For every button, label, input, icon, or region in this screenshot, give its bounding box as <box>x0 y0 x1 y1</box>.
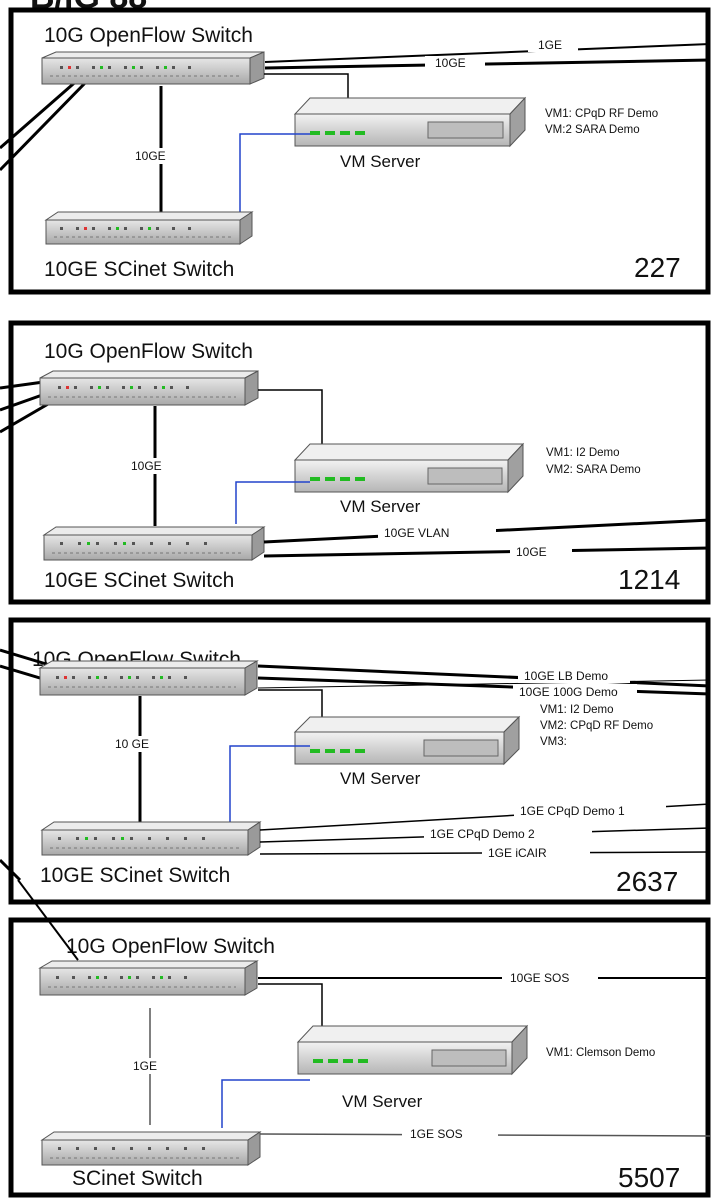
server-link <box>258 983 323 1035</box>
panel-227: 10G OpenFlow Switch 1GE 10GE 10GE <box>0 7 711 295</box>
vm-server-label: VM Server <box>340 497 421 516</box>
uplink-line <box>257 679 711 689</box>
scinet-switch-icon <box>44 211 254 245</box>
uplink-line <box>257 664 711 688</box>
panel-frame <box>8 7 711 295</box>
uplink-line <box>264 58 711 70</box>
vm-line: VM2: SARA Demo <box>546 464 641 476</box>
server-link <box>264 73 349 105</box>
openflow-switch-icon <box>38 660 259 696</box>
room-number: 227 <box>634 252 681 283</box>
blue-server-link <box>221 1079 310 1128</box>
uplink-label: 10GE VLAN <box>384 526 449 540</box>
scinet-switch-label: 10GE SCinet Switch <box>40 864 230 887</box>
uplink-label: 10GE 100G Demo <box>519 685 618 699</box>
scinet-switch-label: 10GE SCinet Switch <box>44 569 234 592</box>
inter-switch-link-label: 10GE <box>131 459 162 473</box>
scinet-switch-label: SCinet Switch <box>72 1167 203 1190</box>
uplink-label: 1GE SOS <box>410 1127 463 1141</box>
openflow-switch-label: 10G OpenFlow Switch <box>44 340 253 363</box>
vm-server-label: VM Server <box>342 1092 423 1111</box>
vm-server-icon <box>293 96 527 148</box>
uplink-label: 10GE LB Demo <box>524 669 608 683</box>
vm-line: VM1: Clemson Demo <box>546 1047 655 1059</box>
uplink-label: 10GE <box>516 545 547 559</box>
openflow-switch-icon <box>39 370 259 406</box>
uplink-label: 1GE <box>538 38 562 52</box>
uplink-line <box>263 546 711 558</box>
room-number: 2637 <box>616 866 678 897</box>
server-link <box>258 689 323 724</box>
vm-server-icon <box>293 442 525 494</box>
scinet-switch-label: 10GE SCinet Switch <box>44 258 234 281</box>
panel-frame <box>8 917 711 1198</box>
panel-frame <box>8 617 711 905</box>
vm-line: VM2: CPqD RF Demo <box>540 720 653 732</box>
vm-line: VM1: I2 Demo <box>540 704 614 716</box>
external-link <box>0 858 22 882</box>
openflow-switch-label: 10G OpenFlow Switch <box>66 935 275 958</box>
panel-5507: 10G OpenFlow Switch 10GE SOS 1GE VM Serv… <box>8 879 711 1198</box>
openflow-switch-icon <box>41 51 265 85</box>
external-link <box>0 76 81 150</box>
inter-switch-link-label: 10GE <box>135 149 166 163</box>
panel-frame <box>8 320 711 605</box>
blue-server-link <box>239 133 310 212</box>
room-number: 1214 <box>618 564 680 595</box>
external-link <box>17 879 79 961</box>
uplink-line <box>264 43 711 63</box>
external-link <box>0 78 90 172</box>
vm-server-label: VM Server <box>340 769 421 788</box>
panel-2637: 10G OpenFlow Switch 10GE LB Demo 10GE 10… <box>0 617 711 905</box>
vm-line: VM1: CPqD RF Demo <box>545 108 658 120</box>
scinet-switch-icon <box>40 1131 262 1166</box>
uplink-label: 1GE CPqD Demo 1 <box>520 804 625 818</box>
vm-server-label: VM Server <box>340 152 421 171</box>
vm-server-icon <box>293 715 521 766</box>
panel-1214: 10G OpenFlow Switch 10GE VM Server VM1: … <box>0 320 711 605</box>
uplink-label: 1GE CPqD Demo 2 <box>430 827 535 841</box>
uplink-label: 10GE <box>435 56 466 70</box>
uplink-label: 1GE iCAIR <box>488 846 547 860</box>
vm-line: VM3: <box>540 736 567 748</box>
vm-line: VM1: I2 Demo <box>546 447 620 459</box>
uplink-label: 10GE SOS <box>510 971 569 985</box>
uplink-line <box>257 676 711 696</box>
openflow-switch-label: 10G OpenFlow Switch <box>44 24 253 47</box>
vm-line: VM:2 SARA Demo <box>545 124 640 136</box>
scinet-switch-icon <box>40 821 262 856</box>
inter-switch-link-label: 1GE <box>133 1059 157 1073</box>
server-link <box>258 389 323 452</box>
vm-server-icon <box>296 1024 529 1076</box>
openflow-switch-icon <box>38 960 259 996</box>
scinet-switch-icon <box>42 526 266 561</box>
inter-switch-link-label: 10 GE <box>115 737 149 751</box>
blue-server-link <box>229 745 310 822</box>
blue-server-link <box>235 481 310 524</box>
room-number: 5507 <box>618 1162 680 1193</box>
